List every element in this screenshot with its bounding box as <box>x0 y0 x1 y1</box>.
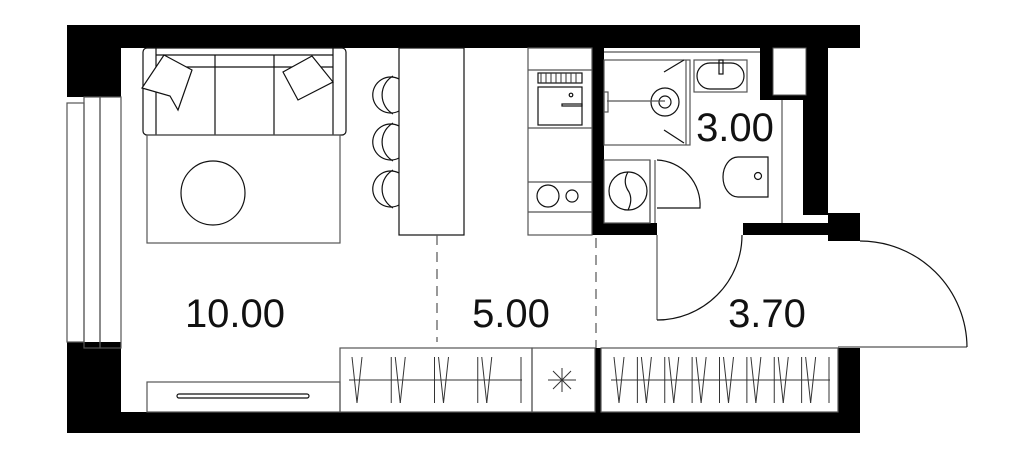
dish-rack-icon <box>537 72 583 84</box>
tv-icon <box>176 393 310 399</box>
ventilation-shaft <box>772 47 807 96</box>
rug <box>146 134 341 244</box>
room-area-hallway: 3.70 <box>728 292 806 336</box>
coffee-table <box>180 160 246 226</box>
hanger-pattern <box>349 356 522 404</box>
sofa <box>141 47 347 136</box>
tv-unit <box>146 381 341 413</box>
shower <box>603 59 691 146</box>
room-area-bathroom: 3.00 <box>696 106 774 150</box>
room-area-living: 10.00 <box>185 292 285 336</box>
toilet-icon <box>722 156 769 198</box>
room-area-kitchen: 5.00 <box>472 292 550 336</box>
bathroom-fixtures <box>603 51 783 224</box>
cushion-icon <box>141 54 193 112</box>
wardrobe <box>600 347 839 413</box>
hanger-pattern <box>611 356 830 404</box>
burner-icon <box>536 184 560 208</box>
bathroom-door[interactable] <box>656 159 743 321</box>
bar-counter <box>398 47 465 236</box>
asterisk-icon <box>548 368 576 392</box>
washbasin <box>693 59 748 93</box>
kitchen-unit <box>527 47 593 236</box>
washing-machine <box>603 159 651 224</box>
entrance-door[interactable] <box>838 240 968 348</box>
burner-icon <box>565 189 579 203</box>
cushion-icon <box>282 55 334 101</box>
bar-stools <box>372 75 400 209</box>
shower-drain-icon <box>650 87 680 117</box>
utility-cabinet <box>531 347 596 413</box>
window <box>66 96 122 349</box>
